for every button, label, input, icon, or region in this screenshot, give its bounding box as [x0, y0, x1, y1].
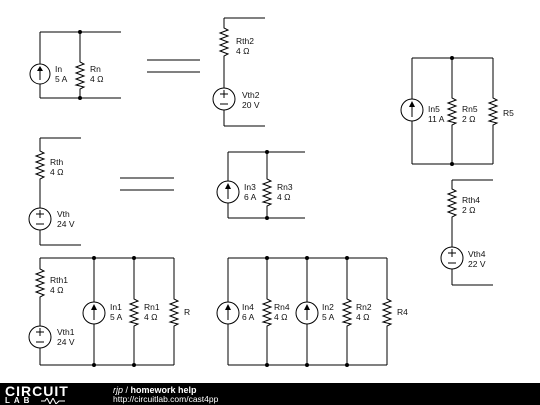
rn-name-label: Rn — [90, 64, 101, 74]
rn2-name-label: Rn2 — [356, 302, 372, 312]
rn-value-label: 4 Ω — [90, 74, 103, 84]
circuit-thevenin-right: Rth4 2 Ω Vth4 22 V — [440, 188, 486, 270]
rth-name-label: Rth — [50, 157, 64, 167]
circuit-mixed-bottom-left: Rth1 4 Ω Vth1 24 V In1 5 A Rn1 4 Ω R — [28, 268, 190, 349]
rth2-value-label: 4 Ω — [236, 46, 249, 56]
vth4-name-label: Vth4 — [468, 249, 486, 259]
rth-value-label: 4 Ω — [50, 167, 63, 177]
in2-name-label: In2 — [322, 302, 334, 312]
footer-user[interactable]: rjp — [113, 385, 124, 395]
vth1-value-label: 24 V — [57, 337, 75, 347]
current-source-in1 — [82, 301, 106, 325]
footer-url[interactable]: http://circuitlab.com/cast4pp — [113, 394, 219, 404]
resistor-rth4 — [446, 188, 458, 218]
rth1-value-label: 4 Ω — [50, 285, 63, 295]
r-name-label: R — [184, 307, 190, 317]
circuit-thevenin-mid-left: Rth 4 Ω Vth 24 V — [28, 150, 75, 231]
resistor-rth1 — [34, 268, 46, 298]
in1-value-label: 5 A — [110, 312, 123, 322]
logo-text-bottom: LAB — [5, 396, 34, 405]
in1-name-label: In1 — [110, 302, 122, 312]
vth-name-label: Vth — [57, 209, 70, 219]
in4-name-label: In4 — [242, 302, 254, 312]
rth1-name-label: Rth1 — [50, 275, 68, 285]
rn4-value-label: 4 Ω — [274, 312, 287, 322]
rn2-value-label: 4 Ω — [356, 312, 369, 322]
current-source-in2 — [295, 301, 319, 325]
resistor-r4 — [381, 298, 393, 327]
rth4-name-label: Rth4 — [462, 195, 480, 205]
footer-bar: CIRCUIT LAB rjp / homework help http://c… — [0, 383, 540, 405]
rth2-name-label: Rth2 — [236, 36, 254, 46]
rn1-value-label: 4 Ω — [144, 312, 157, 322]
circuit-norton-top: In 5 A Rn 4 Ω — [29, 61, 103, 90]
junction-dots — [78, 30, 454, 367]
rn3-value-label: 4 Ω — [277, 192, 290, 202]
circuitlab-logo: CIRCUIT LAB — [5, 383, 107, 405]
circuit-norton-mid: In3 6 A Rn3 4 Ω — [216, 178, 293, 207]
in5-name-label: In5 — [428, 104, 440, 114]
in3-value-label: 6 A — [244, 192, 257, 202]
current-source-in4 — [216, 301, 240, 325]
resistor-rn4 — [261, 298, 273, 327]
vth2-value-label: 20 V — [242, 100, 260, 110]
voltage-source-vth2 — [212, 87, 236, 111]
logo-waveform-icon — [41, 398, 65, 404]
rn5-value-label: 2 Ω — [462, 114, 475, 124]
circuit-parallel-right: In5 11 A Rn5 2 Ω R5 — [400, 97, 514, 126]
in-name-label: In — [55, 64, 62, 74]
footer-title[interactable]: homework help — [130, 385, 197, 395]
vth-value-label: 24 V — [57, 219, 75, 229]
in-value-label: 5 A — [55, 74, 68, 84]
r5-name-label: R5 — [503, 108, 514, 118]
current-source-in5 — [400, 98, 424, 122]
resistor-rth2 — [218, 27, 230, 58]
in3-name-label: In3 — [244, 182, 256, 192]
rn5-name-label: Rn5 — [462, 104, 478, 114]
in2-value-label: 5 A — [322, 312, 335, 322]
voltage-source-vth4 — [440, 246, 464, 270]
rn3-name-label: Rn3 — [277, 182, 293, 192]
rn4-name-label: Rn4 — [274, 302, 290, 312]
rn1-name-label: Rn1 — [144, 302, 160, 312]
resistor-r5 — [487, 97, 499, 126]
footer-title-line: rjp / homework help — [113, 385, 197, 395]
resistor-r — [168, 298, 180, 327]
current-source-in3 — [216, 180, 240, 204]
voltage-source-vth — [28, 207, 52, 231]
r4-name-label: R4 — [397, 307, 408, 317]
schematic-canvas: In 5 A Rn 4 Ω Rth2 4 Ω Vth2 20 V In5 11 … — [28, 17, 514, 367]
resistor-rn2 — [341, 298, 353, 327]
resistor-rn5 — [446, 97, 458, 126]
resistor-rn3 — [261, 178, 273, 207]
rth4-value-label: 2 Ω — [462, 205, 475, 215]
resistor-rn — [74, 61, 86, 90]
logo-text-top: CIRCUIT — [5, 383, 69, 399]
resistor-rth — [34, 150, 46, 180]
in5-value-label: 11 A — [428, 114, 445, 124]
vth2-name-label: Vth2 — [242, 90, 260, 100]
voltage-source-vth1 — [28, 325, 52, 349]
vth4-value-label: 22 V — [468, 259, 486, 269]
circuit-thevenin-top: Rth2 4 Ω Vth2 20 V — [212, 27, 260, 111]
in4-value-label: 6 A — [242, 312, 255, 322]
footer-separator: / — [123, 385, 131, 395]
resistor-rn1 — [128, 298, 140, 327]
vth1-name-label: Vth1 — [57, 327, 75, 337]
circuit-parallel-bottom-right: In4 6 A Rn4 4 Ω In2 5 A Rn2 4 Ω R4 — [216, 298, 408, 327]
current-source-in — [29, 63, 51, 85]
